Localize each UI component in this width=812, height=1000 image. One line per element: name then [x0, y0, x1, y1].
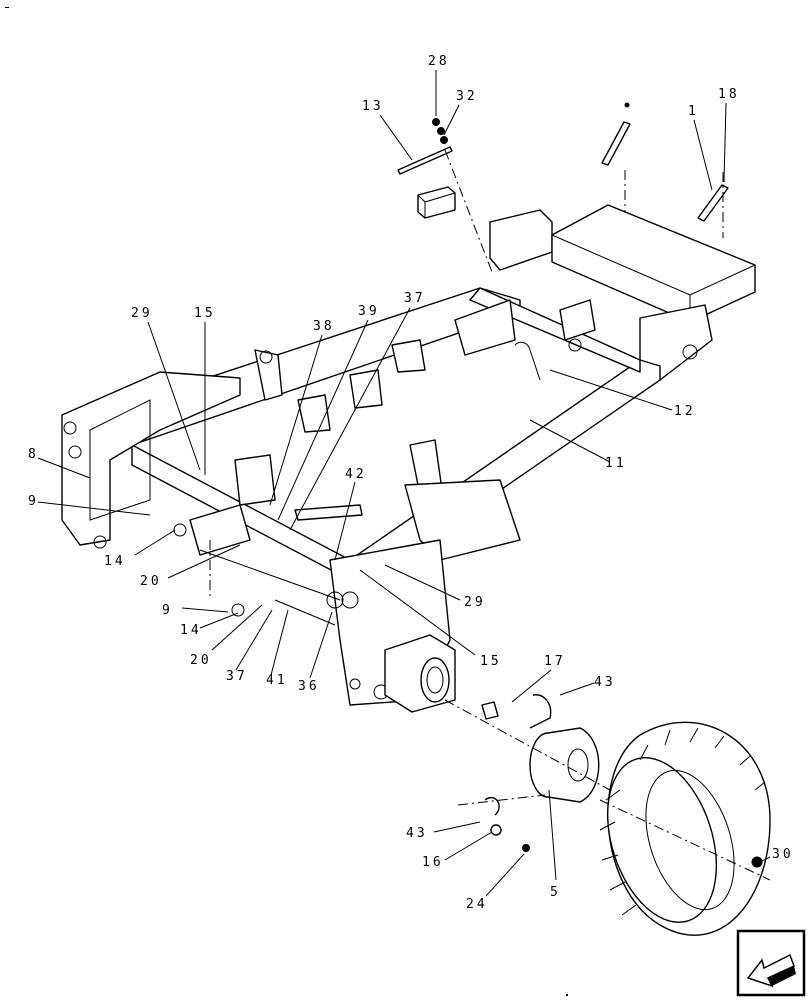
callout-30: 30 [772, 847, 794, 862]
main-frame [61, 287, 661, 706]
leader-lines [37, 70, 771, 897]
top-right-strap-assembly [601, 102, 729, 238]
callout-38: 38 [313, 319, 335, 334]
callout-16: 16 [422, 855, 444, 870]
callout-20-top: 20 [140, 574, 162, 589]
callout-29-bottom: 29 [464, 595, 486, 610]
callout-8: 8 [28, 447, 39, 462]
callout-37-bottom: 37 [226, 669, 248, 684]
wheel-hub-assembly [384, 634, 611, 852]
callout-labels: 28 32 13 1 18 29 15 38 39 37 8 9 14 20 4… [28, 54, 794, 912]
callout-14-bottom: 14 [180, 623, 202, 638]
callout-15-top: 15 [194, 306, 216, 321]
callout-13: 13 [362, 99, 384, 114]
callout-43-bottom: 43 [406, 826, 428, 841]
callout-20-bottom: 20 [190, 653, 212, 668]
tire [599, 721, 771, 936]
corner-mark [5, 7, 9, 8]
top-left-strap-assembly [397, 118, 493, 273]
callout-12: 12 [674, 404, 696, 419]
callout-36: 36 [298, 679, 320, 694]
callout-28: 28 [428, 54, 450, 69]
callout-5: 5 [550, 885, 561, 900]
back-nav-button[interactable] [736, 929, 806, 997]
callout-39: 39 [358, 304, 380, 319]
arrow-back-icon [746, 953, 796, 988]
callout-18: 18 [718, 87, 740, 102]
callout-37-top: 37 [404, 291, 426, 306]
callout-11: 11 [605, 456, 627, 471]
callout-9-top: 9 [28, 494, 39, 509]
callout-29-top: 29 [131, 306, 153, 321]
callout-14-top: 14 [104, 554, 126, 569]
callout-41: 41 [266, 673, 288, 688]
callout-15-bottom: 15 [480, 654, 502, 669]
callout-1: 1 [688, 104, 699, 119]
callout-43-top: 43 [594, 675, 616, 690]
callout-42: 42 [345, 467, 367, 482]
callout-9-bottom: 9 [162, 603, 173, 618]
callout-32: 32 [456, 89, 478, 104]
callout-17: 17 [544, 654, 566, 669]
callout-24: 24 [466, 897, 488, 912]
bottom-mark [566, 994, 568, 996]
rear-housing [489, 204, 756, 381]
